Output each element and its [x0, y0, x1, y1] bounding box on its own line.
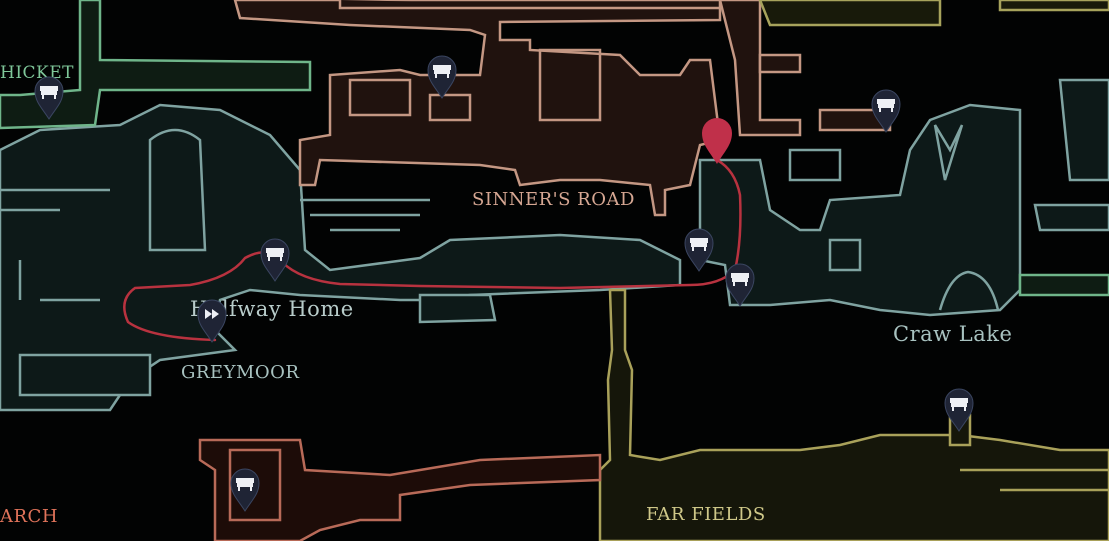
- bench-icon: [34, 76, 64, 120]
- greymoor-label: GREYMOOR: [181, 362, 300, 383]
- march-label: ARCH: [0, 506, 59, 527]
- bench-icon: [725, 263, 755, 307]
- bench-icon: [871, 89, 901, 133]
- bench-pin-route-end[interactable]: [684, 228, 714, 272]
- bench-icon: [944, 388, 974, 432]
- bench-pin-halfway-home[interactable]: [260, 238, 290, 282]
- sinners-road-label: SINNER'S ROAD: [472, 189, 635, 210]
- destination-marker[interactable]: [701, 117, 733, 165]
- bench-icon: [260, 238, 290, 282]
- bench-pin-thicket[interactable]: [34, 76, 64, 120]
- sinners-road-region: [233, 0, 892, 217]
- craw-lake-label: Craw Lake: [893, 322, 1013, 346]
- march-region: [198, 438, 602, 541]
- bench-pin-craw-lake-upper[interactable]: [871, 89, 901, 133]
- bench-pin-march[interactable]: [230, 468, 260, 512]
- bench-pin-far-fields[interactable]: [944, 388, 974, 432]
- fast-travel-pin[interactable]: [197, 299, 227, 343]
- bench-icon: [684, 228, 714, 272]
- destination-marker-icon: [702, 118, 732, 164]
- bench-icon: [427, 55, 457, 99]
- upper-yellow-region: [758, 0, 1109, 27]
- thicket-label: HICKET: [0, 63, 74, 83]
- bench-pin-sinners-road[interactable]: [427, 55, 457, 99]
- fast-travel-icon: [197, 299, 227, 343]
- bench-icon: [230, 468, 260, 512]
- halfway-home-label: Halfway Home: [190, 297, 354, 321]
- thicket-region: [0, 0, 1109, 297]
- far-fields-label: FAR FIELDS: [646, 504, 766, 525]
- bench-pin-craw-lake-lower[interactable]: [725, 263, 755, 307]
